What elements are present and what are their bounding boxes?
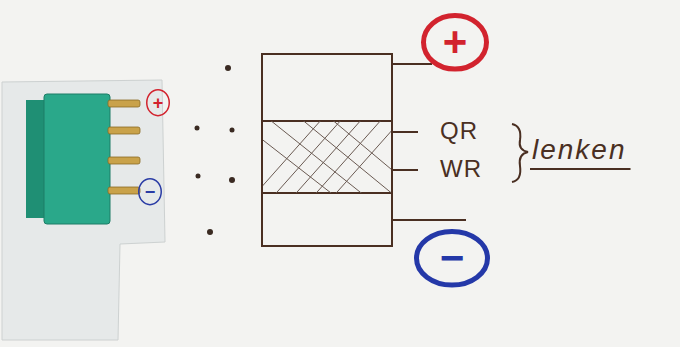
signal-name: QR bbox=[440, 119, 478, 143]
tape bbox=[2, 80, 165, 340]
minus-circle: − bbox=[138, 178, 162, 205]
note: lenken bbox=[532, 136, 627, 164]
polarity-sign: − bbox=[440, 237, 465, 279]
plus-circle: + bbox=[421, 13, 489, 72]
connector-pins bbox=[108, 100, 140, 194]
pin-dots bbox=[195, 65, 236, 235]
plus-circle: + bbox=[146, 89, 170, 116]
minus-circle: − bbox=[414, 229, 490, 288]
underline bbox=[530, 168, 631, 170]
hatching bbox=[263, 121, 391, 193]
signal-name: WR bbox=[440, 157, 482, 181]
connector-body bbox=[44, 94, 110, 224]
polarity-sign: + bbox=[153, 94, 164, 112]
box-sketch bbox=[262, 54, 466, 246]
polarity-sign: − bbox=[145, 183, 156, 201]
brace bbox=[512, 124, 528, 182]
polarity-sign: + bbox=[443, 21, 468, 63]
